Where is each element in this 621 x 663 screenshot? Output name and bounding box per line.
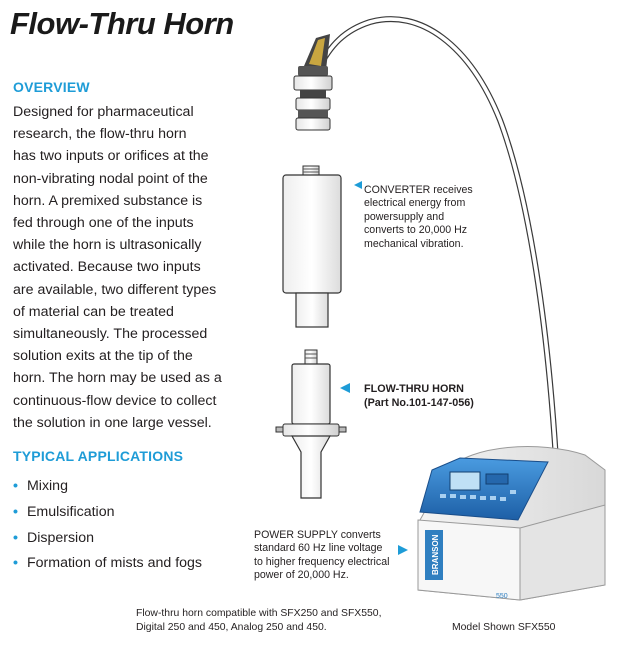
- compatibility-caption: Flow-thru horn compatible with SFX250 an…: [136, 608, 382, 633]
- overview-line: fed through one of the inputs: [13, 215, 194, 232]
- overview-line: activated. Because two inputs: [13, 259, 201, 276]
- overview-line: non-vibrating nodal point of the: [13, 170, 208, 187]
- list-item: •Dispersion: [13, 529, 94, 546]
- model-number-label: 550: [496, 593, 508, 600]
- overview-line: while the horn is ultrasonically: [13, 237, 202, 254]
- overview-line: are available, two different types: [13, 281, 217, 298]
- converter-callout: CONVERTER receives electrical energy fro…: [364, 184, 473, 250]
- bullet-icon: •: [13, 555, 18, 572]
- list-item: •Mixing: [13, 478, 68, 494]
- page-title: Flow-Thru Horn: [10, 6, 234, 41]
- overview-line: Designed for pharmaceutical: [13, 104, 194, 120]
- overview-line: continuous-flow device to collect: [13, 392, 217, 409]
- overview-line: research, the flow-thru horn: [13, 126, 187, 143]
- overview-line: has two inputs or orifices at the: [13, 148, 209, 165]
- bullet-icon: •: [13, 478, 18, 494]
- overview-line: the solution in one large vessel.: [13, 414, 212, 431]
- horn-callout: FLOW-THRU HORN (Part No.101-147-056): [364, 383, 474, 409]
- overview-heading: OVERVIEW: [13, 79, 90, 95]
- model-caption: Model Shown SFX550: [452, 622, 556, 633]
- overview-line: horn. The horn may be used as a: [13, 370, 222, 387]
- bullet-icon: •: [13, 529, 18, 546]
- flow-thru-horn: [275, 349, 347, 499]
- horn-arrow: [340, 383, 350, 393]
- overview-line: of material can be treated: [13, 303, 174, 320]
- power-supply: BRANSON 550: [417, 446, 606, 601]
- list-item: •Emulsification: [13, 503, 115, 520]
- bullet-icon: •: [13, 503, 18, 520]
- overview-line: simultaneously. The processed: [13, 326, 208, 343]
- branson-label: BRANSON: [431, 534, 440, 575]
- overview-line: solution exits at the tip of the: [13, 348, 193, 365]
- connector: [293, 66, 333, 131]
- overview-text: Designed for pharmaceutical research, th…: [13, 101, 258, 434]
- applications-heading: TYPICAL APPLICATIONS: [13, 448, 184, 464]
- applications-list: •Mixing •Emulsification •Dispersion •For…: [13, 474, 202, 577]
- converter-arrow: [354, 181, 362, 189]
- overview-line: horn. A premixed substance is: [13, 192, 203, 209]
- converter: [282, 165, 342, 328]
- power-supply-callout: POWER SUPPLY converts standard 60 Hz lin…: [254, 529, 390, 582]
- power-arrow: [398, 545, 408, 555]
- list-item: •Formation of mists and fogs: [13, 555, 203, 572]
